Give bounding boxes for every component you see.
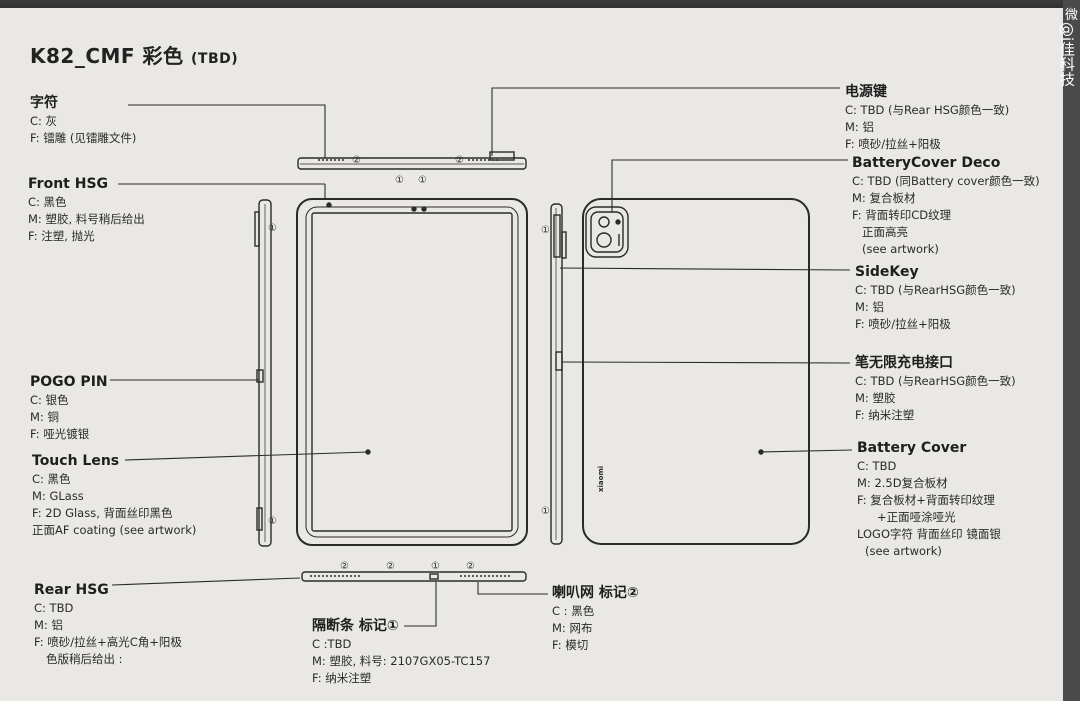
back-logo: xiaomi xyxy=(597,465,605,492)
bottom-view xyxy=(301,571,527,582)
marker-1: ① xyxy=(431,561,440,572)
callout-power-key: 电源键 C: TBD (与Rear HSG颜色一致) M: 铝 F: 喷砂/拉丝… xyxy=(845,84,1010,151)
marker-1: ① xyxy=(418,175,427,186)
marker-1: ① xyxy=(541,506,550,517)
top-view xyxy=(297,151,527,170)
marker-2: ② xyxy=(386,561,395,572)
weibo-icon: 微 xyxy=(1065,8,1079,23)
right-side-view xyxy=(550,203,567,545)
callout-battery-cover-deco: BatteryCover Deco C: TBD (同Battery cover… xyxy=(852,155,1040,256)
callout-battery-cover: Battery Cover C: TBD M: 2.5D复合板材 F: 复合板材… xyxy=(857,440,1001,558)
marker-2: ② xyxy=(466,561,475,572)
callout-touch-lens: Touch Lens C: 黑色 M: GLass F: 2D Glass, 背… xyxy=(32,453,197,537)
callout-front-hsg: Front HSG C: 黑色 M: 塑胶, 料号稍后给出 F: 注塑, 抛光 xyxy=(28,176,145,243)
marker-1: ① xyxy=(268,223,277,234)
callout-speaker-mesh: 喇叭网 标记② C : 黑色 M: 网布 F: 模切 xyxy=(552,585,639,652)
marker-1: ① xyxy=(268,516,277,527)
callout-pen-charging: 笔无限充电接口 C: TBD (与RearHSG颜色一致) M: 塑胶 F: 纳… xyxy=(855,355,1016,422)
spec-sheet xyxy=(0,8,1063,701)
marker-1: ① xyxy=(541,225,550,236)
callout-zifu: 字符 C: 灰 F: 镭雕 (见镭雕文件) xyxy=(30,95,137,145)
leader-lines xyxy=(110,87,853,627)
marker-2: ② xyxy=(455,155,464,166)
dark-edge: 微 @i佳科技 xyxy=(1058,0,1080,701)
front-view xyxy=(296,198,528,546)
callout-pogo-pin: POGO PIN C: 银色 M: 铜 F: 哑光镀银 xyxy=(30,374,108,441)
callout-side-key: SideKey C: TBD (与RearHSG颜色一致) M: 铝 F: 喷砂… xyxy=(855,264,1016,331)
callout-antenna-strip: 隔断条 标记① C :TBD M: 塑胶, 料号: 2107GX05-TC157… xyxy=(312,618,491,685)
callout-rear-hsg: Rear HSG C: TBD M: 铝 F: 喷砂/拉丝+高光C角+阳极 色版… xyxy=(34,582,182,666)
back-view xyxy=(582,198,810,545)
marker-2: ② xyxy=(352,155,361,166)
marker-2: ② xyxy=(340,561,349,572)
left-side-view xyxy=(254,199,272,547)
page-title: K82_CMF 彩色 (TBD) xyxy=(30,44,239,68)
watermark: @i佳科技 xyxy=(1058,22,1076,87)
marker-1: ① xyxy=(395,175,404,186)
